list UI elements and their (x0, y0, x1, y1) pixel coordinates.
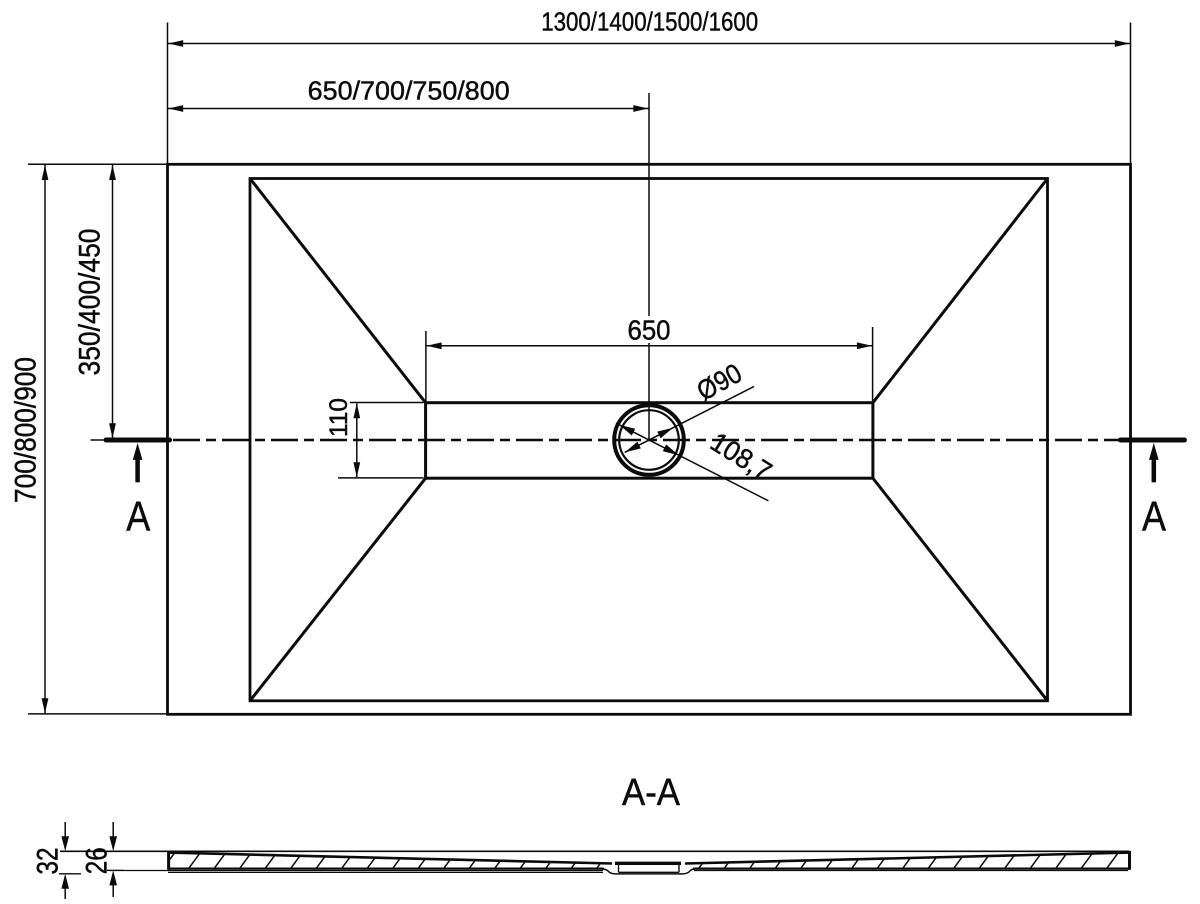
svg-text:700/800/900: 700/800/900 (10, 357, 43, 503)
svg-text:350/400/450: 350/400/450 (74, 229, 107, 376)
svg-text:A-A: A-A (622, 772, 681, 814)
svg-text:1300/1400/1500/1600: 1300/1400/1500/1600 (541, 7, 758, 37)
svg-text:110: 110 (325, 398, 353, 437)
svg-text:A: A (126, 493, 150, 540)
svg-text:32: 32 (32, 848, 65, 875)
svg-text:650: 650 (628, 315, 671, 346)
svg-text:650/700/750/800: 650/700/750/800 (308, 76, 510, 106)
svg-text:A: A (1142, 493, 1166, 540)
svg-text:26: 26 (81, 847, 114, 874)
